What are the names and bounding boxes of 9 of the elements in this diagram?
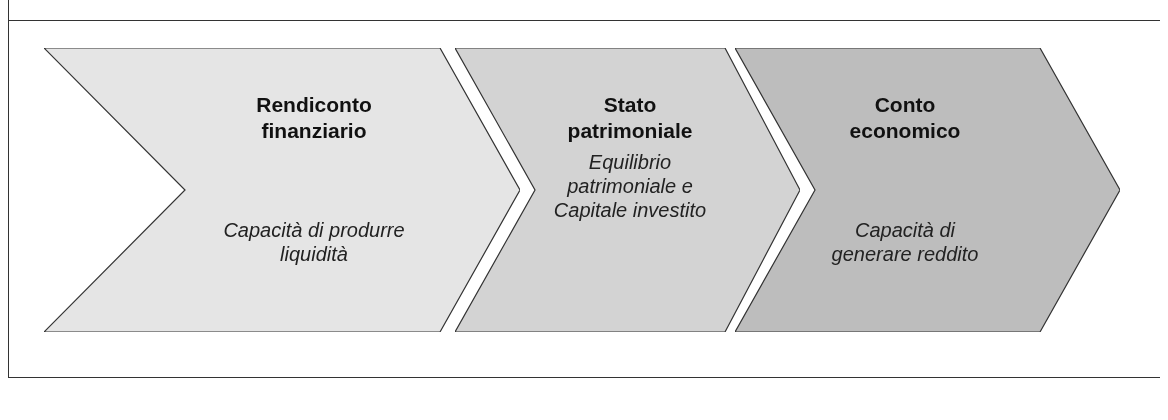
chevron-description: Capacità di generare reddito xyxy=(830,218,980,266)
chevron-heading: Conto economico xyxy=(848,92,962,144)
chevron-description: Equilibrio patrimoniale e Capitale investito xyxy=(552,150,708,222)
chevron-description: Capacità di produrre liquidità xyxy=(222,218,406,266)
chevron-shape xyxy=(455,48,800,332)
chevron-heading: Rendiconto finanziario xyxy=(255,92,373,144)
chevron-shape xyxy=(44,48,520,332)
chevron-shape xyxy=(735,48,1120,332)
chevron-heading: Stato patrimoniale xyxy=(566,92,694,144)
